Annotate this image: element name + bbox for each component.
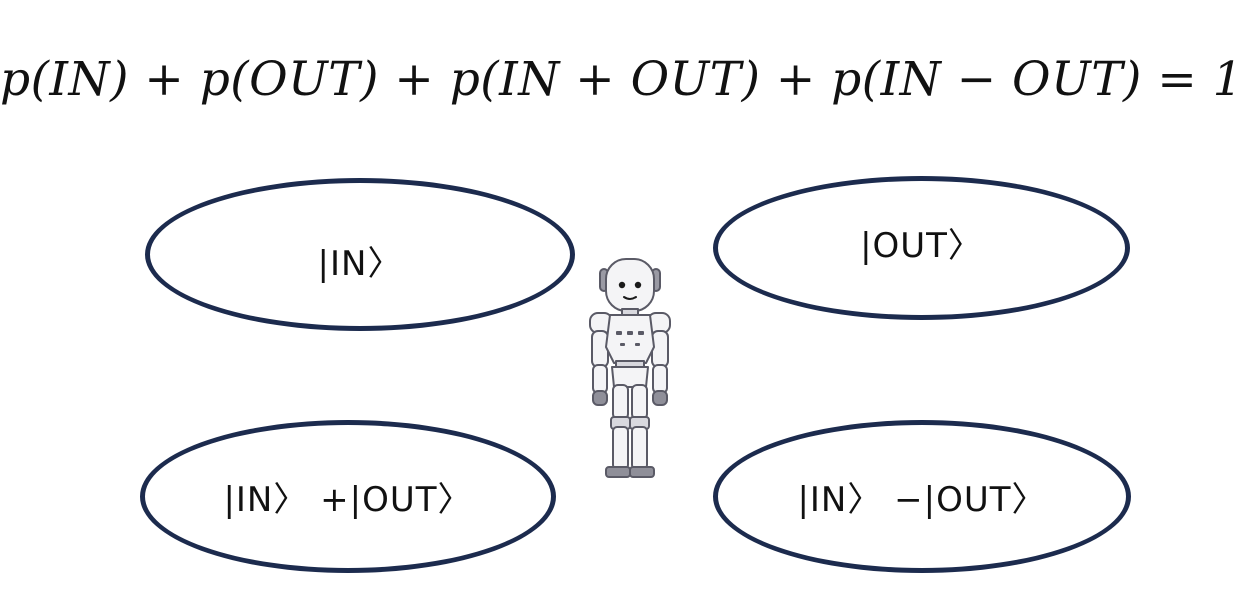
state-sum-label: |IN〉 +|OUT〉: [223, 480, 473, 520]
robot-illustration: [589, 258, 671, 478]
state-out-ellipse: |OUT〉: [713, 176, 1130, 320]
state-out-label: |OUT〉: [860, 225, 983, 266]
probability-equation: p(IN) + p(OUT) + p(IN + OUT) + p(IN − OU…: [0, 52, 1243, 107]
state-diff-label: |IN〉 −|OUT〉: [797, 480, 1047, 520]
state-in-label: |IN〉: [317, 244, 403, 284]
state-sum-ellipse: |IN〉 +|OUT〉: [140, 420, 556, 573]
state-in-ellipse: |IN〉: [145, 178, 575, 331]
state-diff-ellipse: |IN〉 −|OUT〉: [713, 420, 1131, 573]
